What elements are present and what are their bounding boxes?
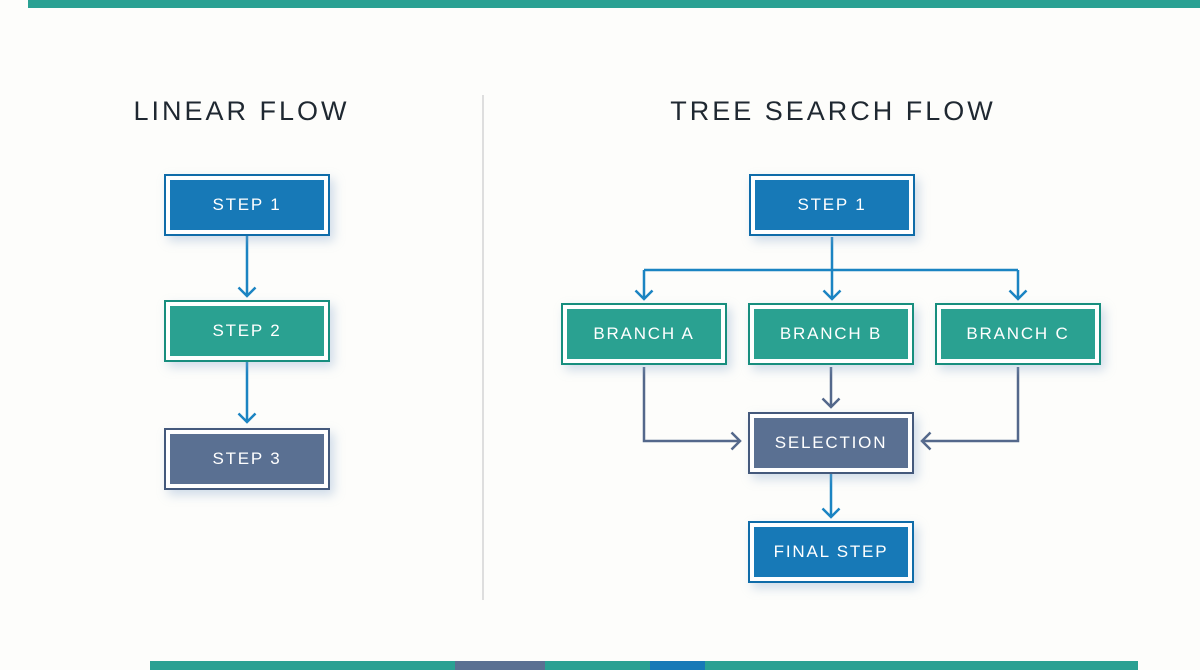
node-fill: SELECTION (754, 418, 908, 468)
node-fill: BRANCH C (941, 309, 1095, 359)
node-linear-step-1: STEP 1 (164, 174, 330, 236)
node-label: STEP 3 (212, 449, 282, 468)
panel-title-linear: LINEAR FLOW (133, 96, 350, 126)
node-fill: STEP 2 (170, 306, 324, 356)
bottom-crop-strip (150, 661, 1138, 670)
bottom-crop-strip-segment (455, 661, 545, 670)
node-tree-step-1: STEP 1 (749, 174, 915, 236)
node-fill: FINAL STEP (754, 527, 908, 577)
node-label: STEP 2 (212, 321, 282, 340)
bottom-crop-strip-segment (650, 661, 705, 670)
node-fill: STEP 1 (755, 180, 909, 230)
node-fill: STEP 3 (170, 434, 324, 484)
node-label: FINAL STEP (773, 542, 889, 561)
panel-divider (482, 95, 484, 600)
node-fill: STEP 1 (170, 180, 324, 230)
node-branch-b: BRANCH B (748, 303, 914, 365)
arrow-step1-branches (634, 237, 1028, 301)
node-linear-step-3: STEP 3 (164, 428, 330, 490)
top-crop-strip (28, 0, 1200, 8)
arrow-step2-step3 (237, 362, 257, 424)
node-final-step: FINAL STEP (748, 521, 914, 583)
node-label: BRANCH C (966, 324, 1070, 343)
node-label: BRANCH B (779, 324, 883, 343)
arrow-brancha-selection (642, 367, 742, 451)
node-label: STEP 1 (797, 195, 867, 214)
arrow-step1-step2 (237, 236, 257, 298)
node-branch-c: BRANCH C (935, 303, 1101, 365)
node-fill: BRANCH A (567, 309, 721, 359)
arrow-branchb-selection (821, 367, 841, 409)
arrow-branchc-selection (920, 367, 1020, 451)
node-linear-step-2: STEP 2 (164, 300, 330, 362)
node-label: SELECTION (774, 433, 888, 452)
node-label: STEP 1 (212, 195, 282, 214)
node-label: BRANCH A (593, 324, 695, 343)
node-branch-a: BRANCH A (561, 303, 727, 365)
node-fill: BRANCH B (754, 309, 908, 359)
panel-title-tree: TREE SEARCH FLOW (670, 96, 996, 126)
node-selection: SELECTION (748, 412, 914, 474)
arrow-selection-final (821, 474, 841, 519)
